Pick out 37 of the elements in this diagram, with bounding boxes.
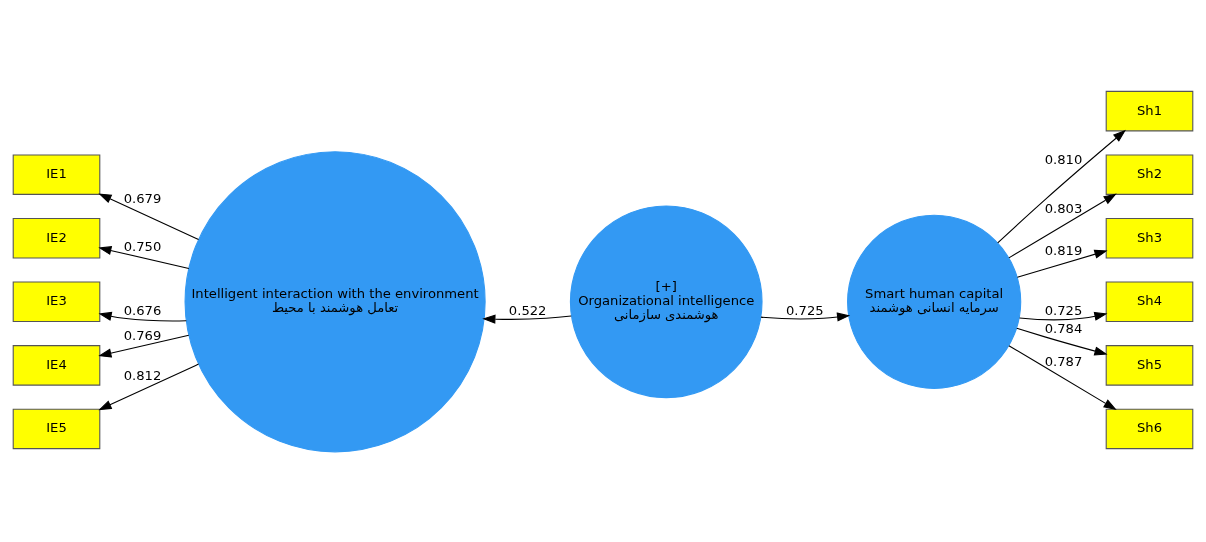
- node-box: Sh3: [1105, 217, 1194, 259]
- arrow: [98, 363, 200, 410]
- arrow: [1008, 193, 1117, 258]
- edge-label: 0.725: [786, 302, 824, 318]
- node-box: IE4: [12, 344, 101, 386]
- node-box: Sh4: [1105, 281, 1194, 322]
- arrow: [1019, 311, 1108, 321]
- edge-label: 0.769: [123, 327, 162, 343]
- arrow: [98, 192, 200, 240]
- edge-label: 0.819: [1044, 242, 1083, 258]
- arrow: [760, 311, 851, 322]
- node-box: IE3: [12, 281, 101, 322]
- arrow: [98, 245, 190, 269]
- edge-label: 0.750: [123, 238, 162, 254]
- arrow: [482, 314, 572, 324]
- edge-label: 0.679: [123, 190, 162, 206]
- node-box: IE5: [12, 408, 101, 449]
- edge-label: 0.803: [1044, 200, 1083, 216]
- arrow: [98, 334, 190, 358]
- node-box: IE1: [12, 153, 101, 195]
- arrow: [1016, 249, 1108, 278]
- edge-label: 0.812: [123, 367, 162, 383]
- edge-label: 0.810: [1044, 151, 1083, 167]
- edge-label: 0.676: [123, 302, 162, 318]
- edge-label: 0.522: [508, 302, 547, 318]
- node-box: Sh1: [1105, 90, 1194, 131]
- arrow: [1008, 344, 1117, 410]
- edge-label: 0.787: [1044, 353, 1083, 369]
- node-box: IE2: [12, 217, 101, 259]
- arrow: [997, 129, 1126, 243]
- edge-label: 0.784: [1044, 320, 1083, 336]
- arrow: [98, 311, 187, 321]
- node-box: Sh6: [1105, 408, 1194, 449]
- edge-label: 0.725: [1044, 302, 1083, 318]
- node-box: Sh5: [1105, 344, 1194, 386]
- node-box: Sh2: [1105, 153, 1194, 195]
- arrow: [1016, 327, 1108, 356]
